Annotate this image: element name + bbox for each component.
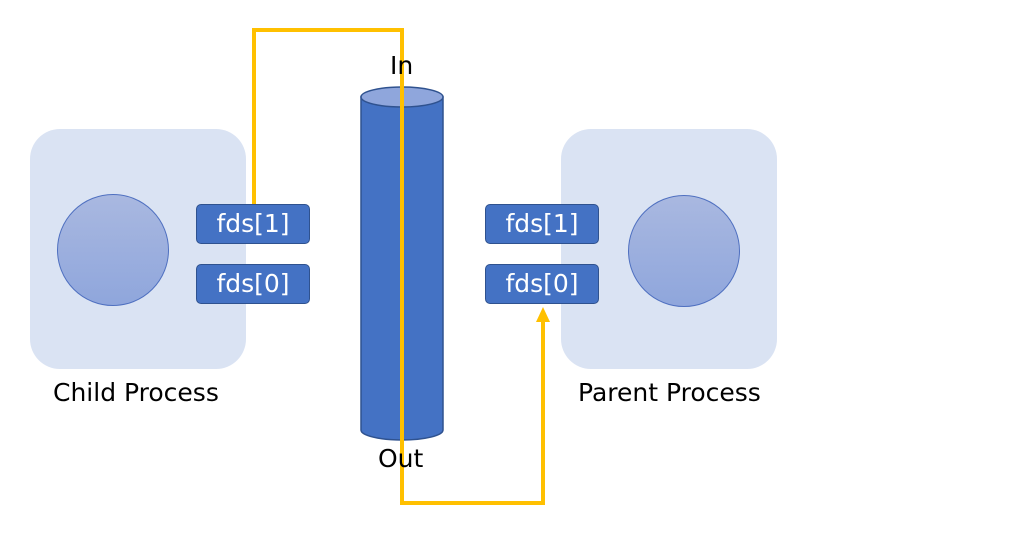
parent-process-circle [628, 195, 740, 307]
parent-fd-read-box: fds[0] [485, 264, 599, 304]
data-flow-line [252, 28, 545, 505]
pipe-out-label: Out [378, 444, 424, 473]
child-fd-write-box: fds[1] [196, 204, 310, 244]
child-process-label: Child Process [53, 378, 219, 407]
child-process-circle [57, 194, 169, 306]
parent-fd-write-box: fds[1] [485, 204, 599, 244]
parent-process-label: Parent Process [578, 378, 761, 407]
flow-arrowhead-icon [536, 307, 550, 322]
child-fd-read-box: fds[0] [196, 264, 310, 304]
pipe-in-label: In [390, 51, 414, 80]
